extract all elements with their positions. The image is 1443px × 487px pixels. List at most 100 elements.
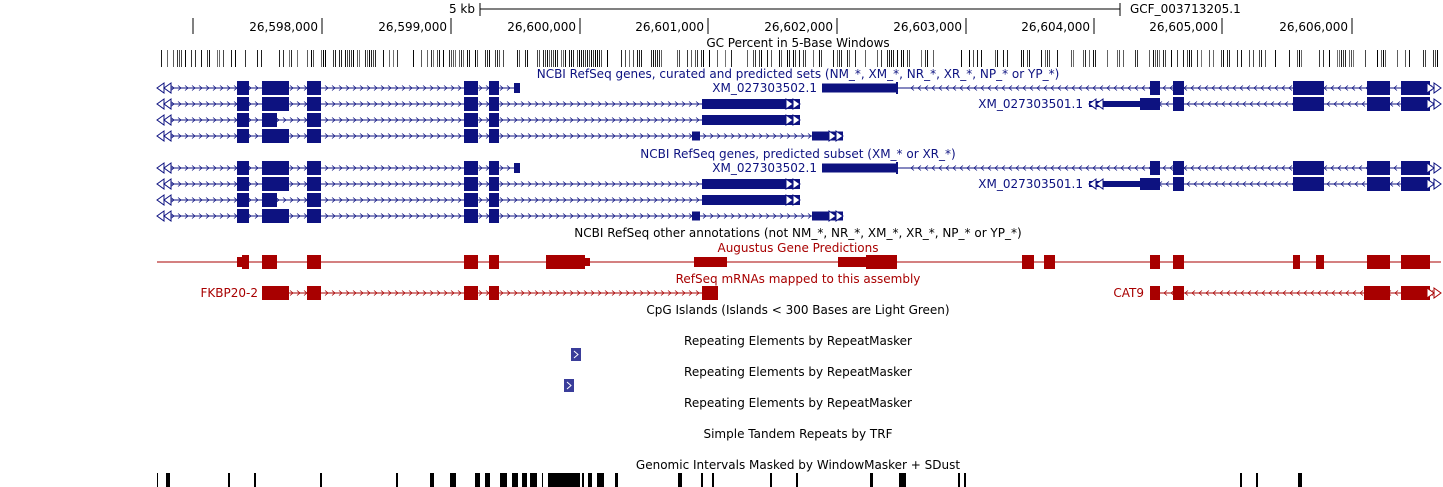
exon-block[interactable] [237,113,249,127]
exon-block[interactable] [237,97,249,111]
gene-model[interactable] [156,129,844,143]
exon-block[interactable] [237,177,249,191]
masked-interval[interactable] [770,473,772,487]
gene-model[interactable] [156,209,844,223]
refseq-other-track[interactable]: NCBI RefSeq other annotations (not NM_*,… [574,226,1021,240]
exon-block[interactable] [1401,286,1430,300]
exon-block[interactable] [546,255,585,269]
exon-block[interactable] [262,255,277,269]
gc-percent-track[interactable]: GC Percent in 5-Base Windows [161,36,1438,67]
exon-block[interactable] [262,209,289,223]
gene-model[interactable] [1088,97,1442,111]
exon-block[interactable] [1140,178,1160,190]
exon-block[interactable] [584,258,590,266]
exon-block[interactable] [464,81,478,95]
exon-block[interactable] [702,195,800,205]
exon-block[interactable] [1293,81,1324,95]
gene-label-xm-027303501[interactable]: XM_027303501.1 [978,177,1083,191]
exon-block[interactable] [702,286,718,300]
exon-block[interactable] [237,209,249,223]
exon-block[interactable] [307,129,321,143]
exon-block[interactable] [489,209,499,223]
exon-block[interactable] [464,286,478,300]
exon-block[interactable] [1367,177,1390,191]
exon-block[interactable] [1089,181,1140,187]
exon-block[interactable] [1150,161,1160,175]
exon-block[interactable] [307,81,321,95]
gene-model[interactable] [157,161,520,175]
exon-block[interactable] [1401,255,1430,269]
gene-label-xm-027303501[interactable]: XM_027303501.1 [978,97,1083,111]
refseq-all-track[interactable]: NCBI RefSeq genes, curated and predicted… [156,67,1442,143]
exon-block[interactable] [692,131,700,141]
masked-interval[interactable] [542,473,543,487]
gene-model[interactable] [897,81,1441,95]
exon-block[interactable] [307,209,321,223]
masked-interval[interactable] [958,473,960,487]
exon-block[interactable] [464,129,478,143]
exon-block[interactable] [464,193,478,207]
masked-interval[interactable] [870,473,873,487]
exon-block[interactable] [464,255,478,269]
masked-interval[interactable] [899,473,906,487]
exon-block[interactable] [307,177,321,191]
exon-block[interactable] [838,257,870,267]
masked-interval[interactable] [320,473,322,487]
gene-model[interactable] [262,286,718,300]
exon-block[interactable] [1044,255,1055,269]
masked-interval[interactable] [582,473,584,487]
gene-label-xm-027303502[interactable]: XM_027303502.1 [712,81,817,95]
exon-block[interactable] [262,286,289,300]
exon-block[interactable] [489,97,499,111]
exon-block[interactable] [237,129,249,143]
exon-block[interactable] [464,209,478,223]
base-position-ruler[interactable]: 26,598,000 26,599,000 26,600,000 26,601,… [192,18,1353,34]
exon-block[interactable] [489,177,499,191]
exon-block[interactable] [1367,255,1390,269]
masked-interval[interactable] [1298,473,1302,487]
exon-block[interactable] [489,286,499,300]
masked-interval[interactable] [450,473,456,487]
exon-block[interactable] [307,97,321,111]
exon-block[interactable] [307,255,321,269]
exon-block[interactable] [307,161,321,175]
masked-interval[interactable] [530,473,537,487]
exon-block[interactable] [262,193,277,207]
exon-block[interactable] [822,163,897,173]
gene-model[interactable] [822,83,897,93]
exon-block[interactable] [1150,286,1160,300]
mrna-label-cat9[interactable]: CAT9 [1113,286,1144,300]
exon-block[interactable] [262,177,289,191]
exon-block[interactable] [1150,81,1160,95]
masked-interval[interactable] [157,473,158,487]
exon-block[interactable] [489,193,499,207]
exon-block[interactable] [262,81,289,95]
exon-block[interactable] [489,81,499,95]
exon-block[interactable] [1401,97,1430,111]
gene-model[interactable] [157,81,520,95]
masked-interval[interactable] [430,473,434,487]
exon-block[interactable] [812,131,843,141]
exon-block[interactable] [262,129,289,143]
masked-interval[interactable] [500,473,507,487]
exon-block[interactable] [812,211,843,221]
exon-block[interactable] [1367,81,1390,95]
repeatmasker-track[interactable]: Repeating Elements by RepeatMasker Repea… [564,334,912,410]
masked-interval[interactable] [485,473,490,487]
exon-block[interactable] [1401,81,1430,95]
gene-model[interactable] [1150,286,1441,300]
gene-model[interactable] [157,255,1441,269]
repeat-element[interactable] [571,348,581,361]
masked-interval[interactable] [597,473,604,487]
gene-model[interactable] [156,97,801,111]
gene-model[interactable] [156,193,801,207]
gene-model[interactable] [897,161,1441,175]
refseq-mrna-models[interactable] [262,286,1442,300]
exon-block[interactable] [514,163,520,173]
exon-block[interactable] [866,255,897,269]
refseq-mrna-track[interactable]: RefSeq mRNAs mapped to this assembly FKB… [201,272,1442,300]
masked-interval[interactable] [712,473,714,487]
refseq-predicted-track[interactable]: NCBI RefSeq genes, predicted subset (XM_… [156,147,1442,223]
exon-block[interactable] [307,113,321,127]
trf-track[interactable]: Simple Tandem Repeats by TRF [703,427,892,441]
